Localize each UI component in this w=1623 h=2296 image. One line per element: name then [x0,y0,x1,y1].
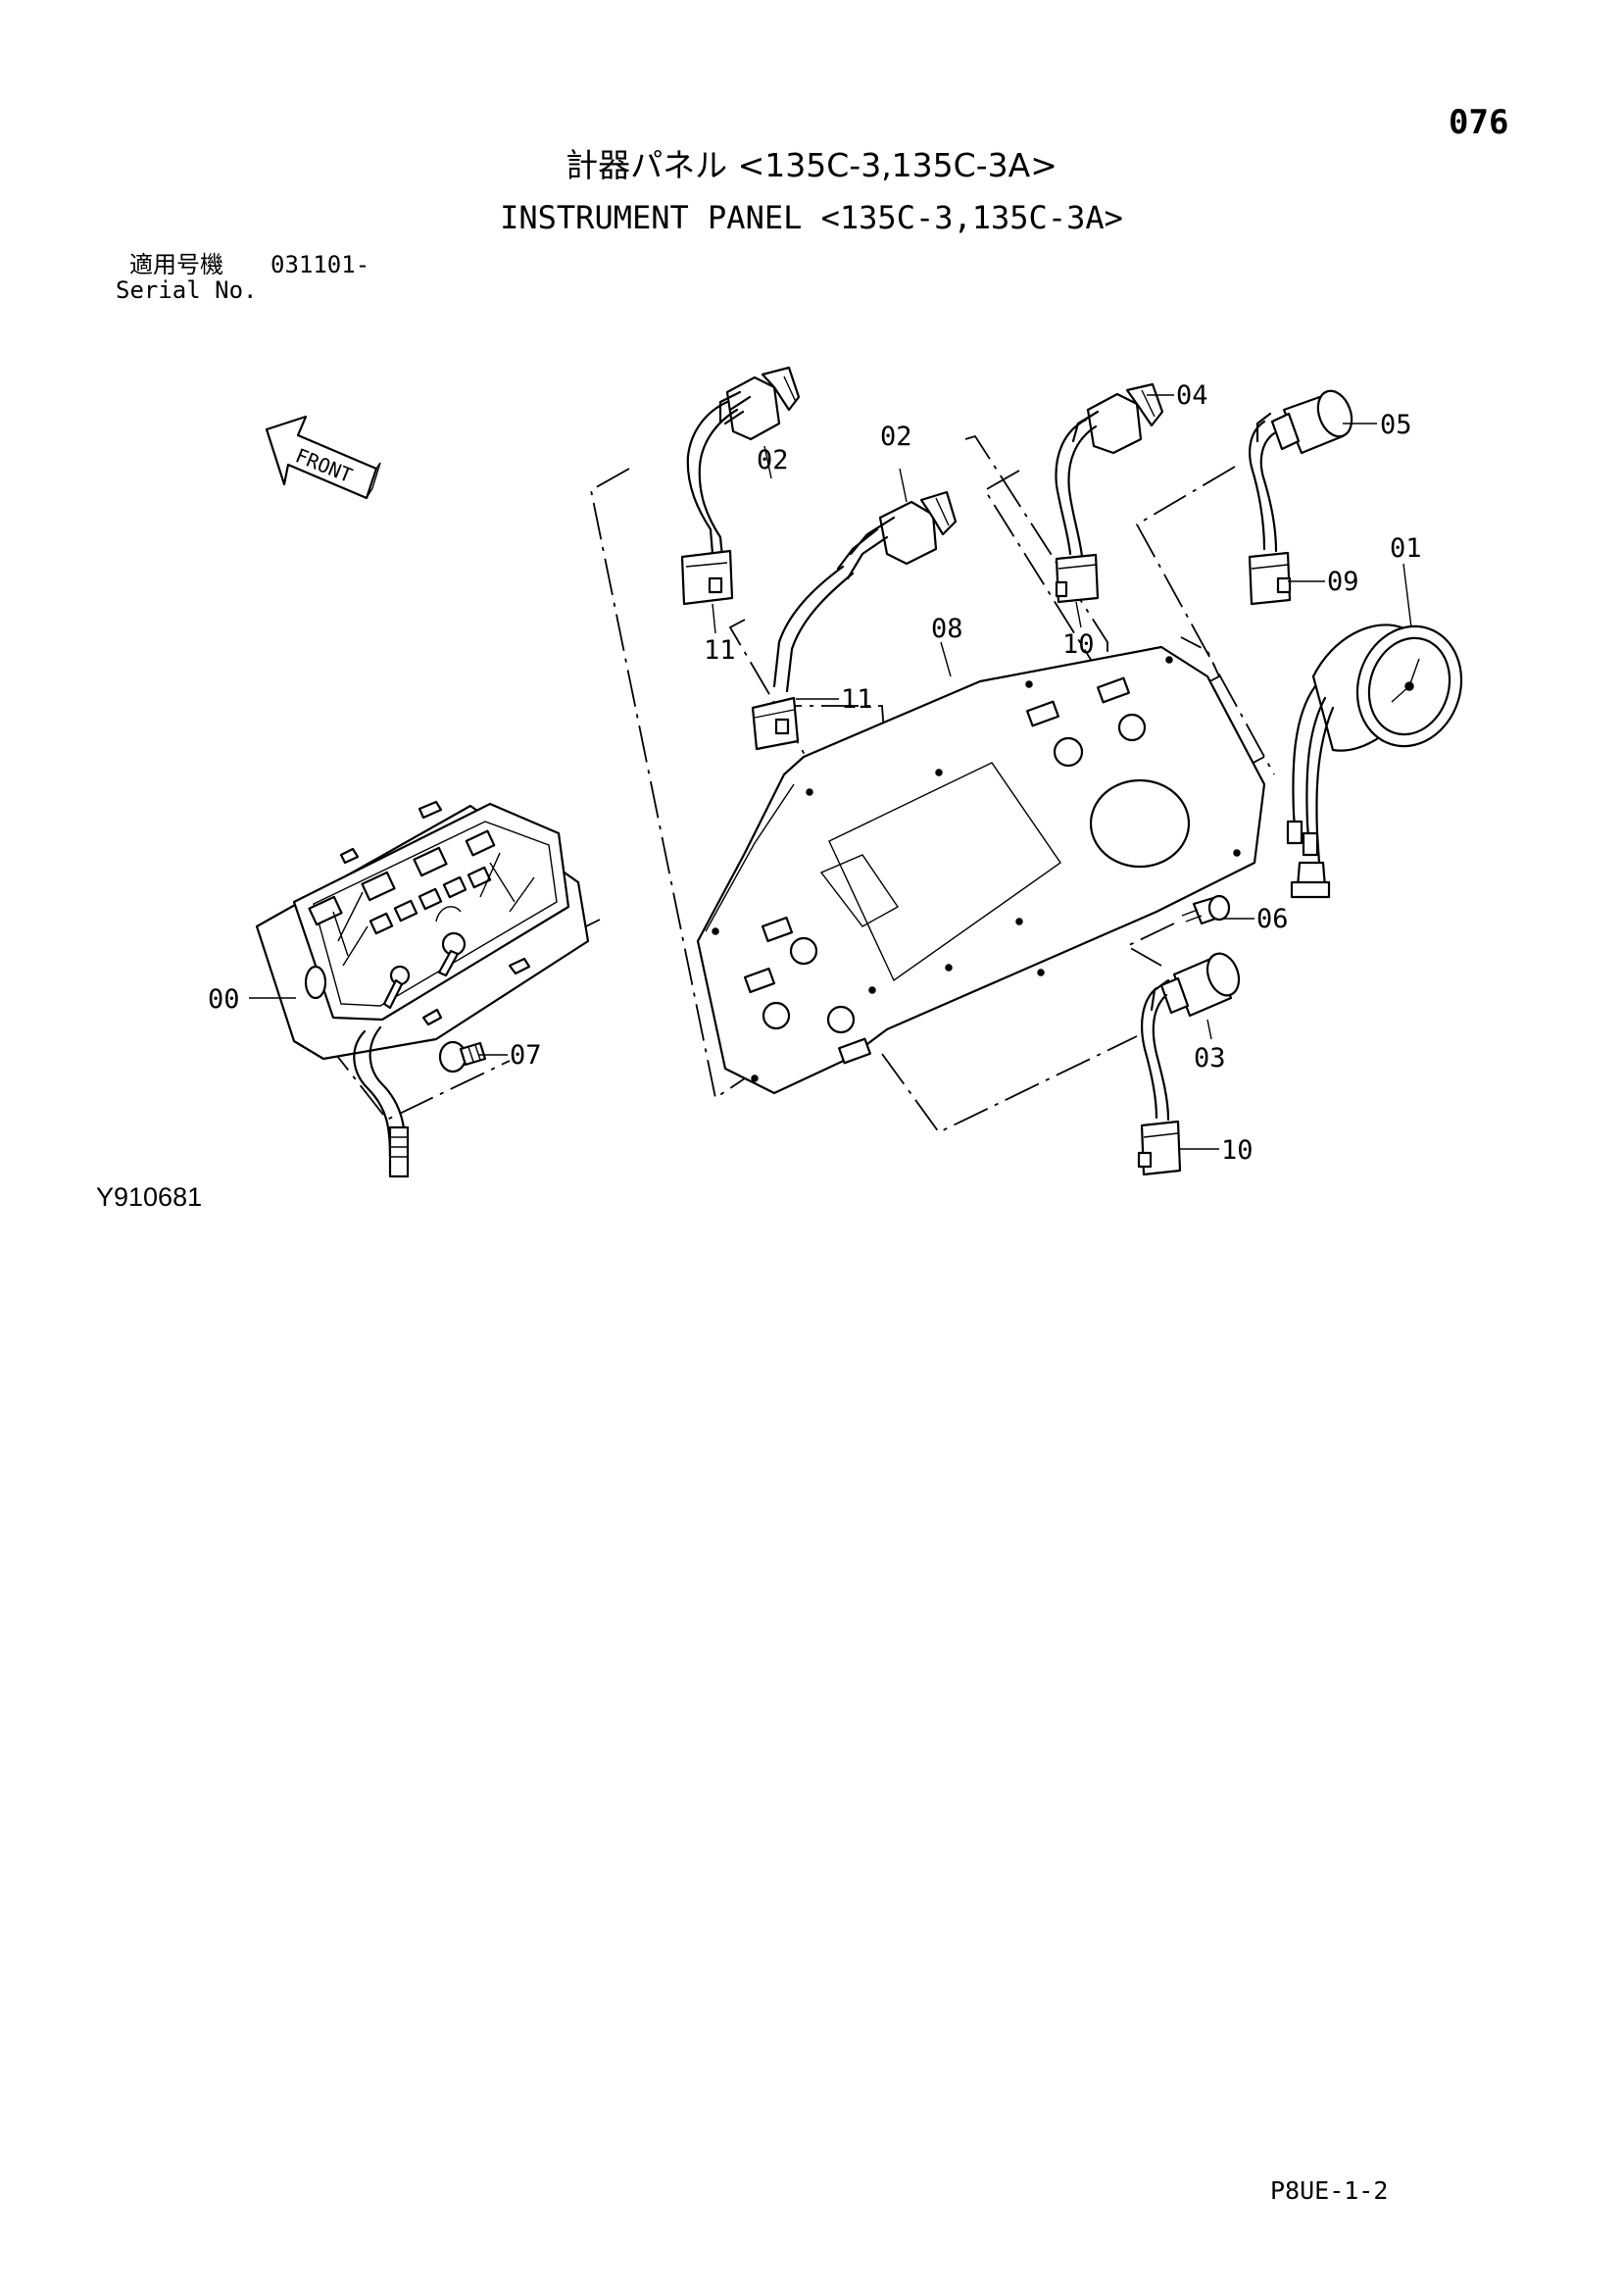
callout-09: 09 [1327,567,1359,597]
bolt-07 [438,1040,487,1073]
callout-02-center: 02 [880,422,912,452]
switch-05 [1248,389,1353,606]
switch-02-center [751,490,958,751]
page-number: 076 [1449,103,1509,142]
document-code: P8UE-1-2 [1270,2176,1389,2205]
callout-02-upper: 02 [757,445,789,475]
switch-02-upper [680,366,801,606]
callout-04: 04 [1176,380,1208,411]
callout-11-center: 11 [841,684,873,715]
callout-11-left: 11 [704,635,736,666]
callout-01: 01 [1390,533,1422,564]
callout-07: 07 [510,1040,542,1071]
callout-06: 06 [1256,904,1289,934]
serial-value: 031101- [270,251,370,278]
monitor-unit [255,800,590,1178]
serial-label-japanese: 適用号機 [129,251,223,278]
title-japanese: 計器パネル <135C-3,135C-3A> [566,146,1057,184]
switch-03 [1137,952,1241,1176]
title-english: INSTRUMENT PANEL <135C-3,135C-3A> [500,199,1123,236]
callout-10-lower: 10 [1221,1135,1254,1166]
callout-10-upper: 10 [1062,629,1095,660]
callout-00: 00 [208,984,240,1015]
switch-04 [1055,382,1164,604]
instrument-panel-plate [696,645,1266,1095]
callout-03: 03 [1194,1043,1226,1073]
callout-labels: 02 02 04 05 01 09 10 11 11 08 06 07 00 0… [208,380,1422,1166]
serial-label-english: Serial No. [116,276,258,304]
callout-08: 08 [931,614,963,644]
figure-code: Y910681 [96,1182,203,1212]
leader-lines [249,394,1412,1150]
callout-05: 05 [1380,410,1412,440]
front-arrow-icon: FRONT [265,415,381,500]
gauge [1286,624,1463,899]
bolt-06 [1181,894,1231,925]
